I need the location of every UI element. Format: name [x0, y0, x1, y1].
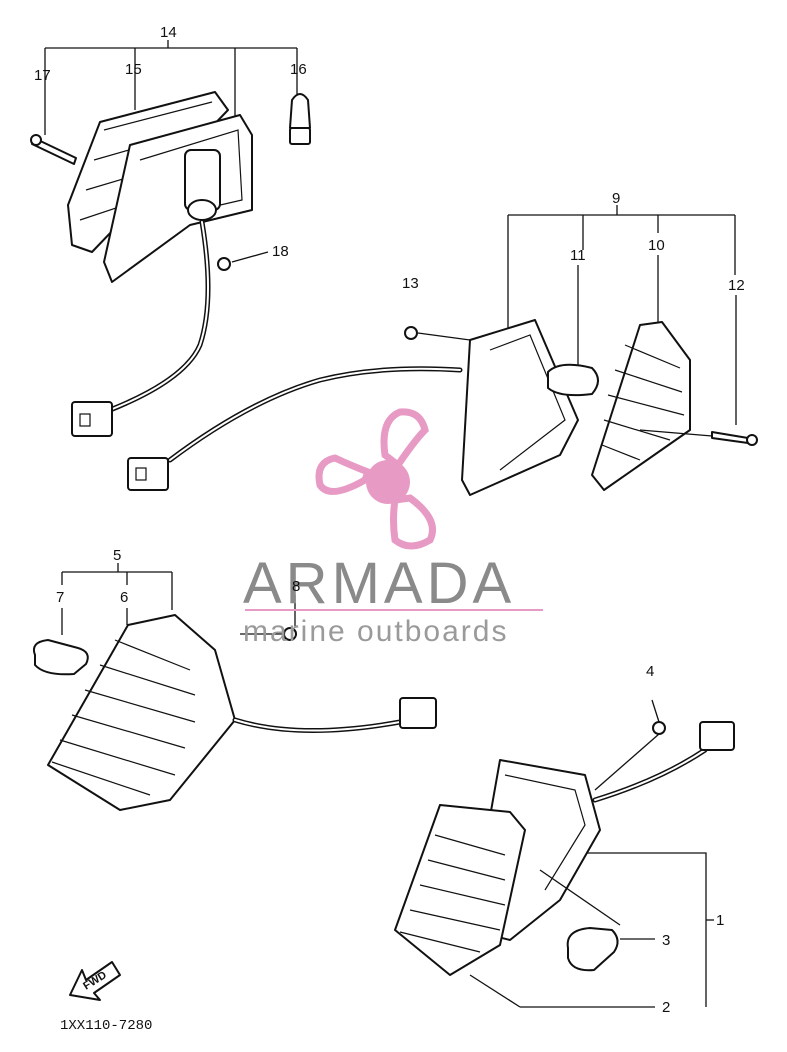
- callout-9: 9: [612, 190, 620, 207]
- brand-watermark: ARMADA marine outboards: [243, 408, 543, 648]
- callout-15: 15: [125, 61, 142, 78]
- callout-5: 5: [113, 547, 121, 564]
- callout-13: 13: [402, 275, 419, 292]
- propeller-logo-icon: [315, 408, 436, 550]
- fwd-arrow-icon: FWD: [69, 961, 121, 1001]
- callout-16: 16: [290, 61, 307, 78]
- assembly-9: [127, 205, 758, 496]
- callout-8: 8: [292, 578, 300, 595]
- watermark-brand: ARMADA: [243, 551, 515, 616]
- callout-2: 2: [662, 999, 670, 1016]
- watermark-tagline: marine outboards: [243, 615, 508, 648]
- callout-12: 12: [728, 277, 745, 294]
- callout-18: 18: [272, 243, 289, 260]
- callout-17: 17: [34, 67, 51, 84]
- assembly-5: [32, 563, 437, 811]
- callout-10: 10: [648, 237, 665, 254]
- callout-3: 3: [662, 932, 670, 949]
- diagram-code: 1XX110-7280: [60, 1018, 152, 1034]
- callout-4: 4: [646, 663, 654, 680]
- callout-14: 14: [160, 24, 177, 41]
- assembly-14: [30, 40, 311, 437]
- callout-11: 11: [570, 247, 586, 264]
- assembly-1: [394, 699, 735, 1008]
- callout-7: 7: [56, 589, 64, 606]
- callout-6: 6: [120, 589, 128, 606]
- callout-1: 1: [716, 912, 724, 929]
